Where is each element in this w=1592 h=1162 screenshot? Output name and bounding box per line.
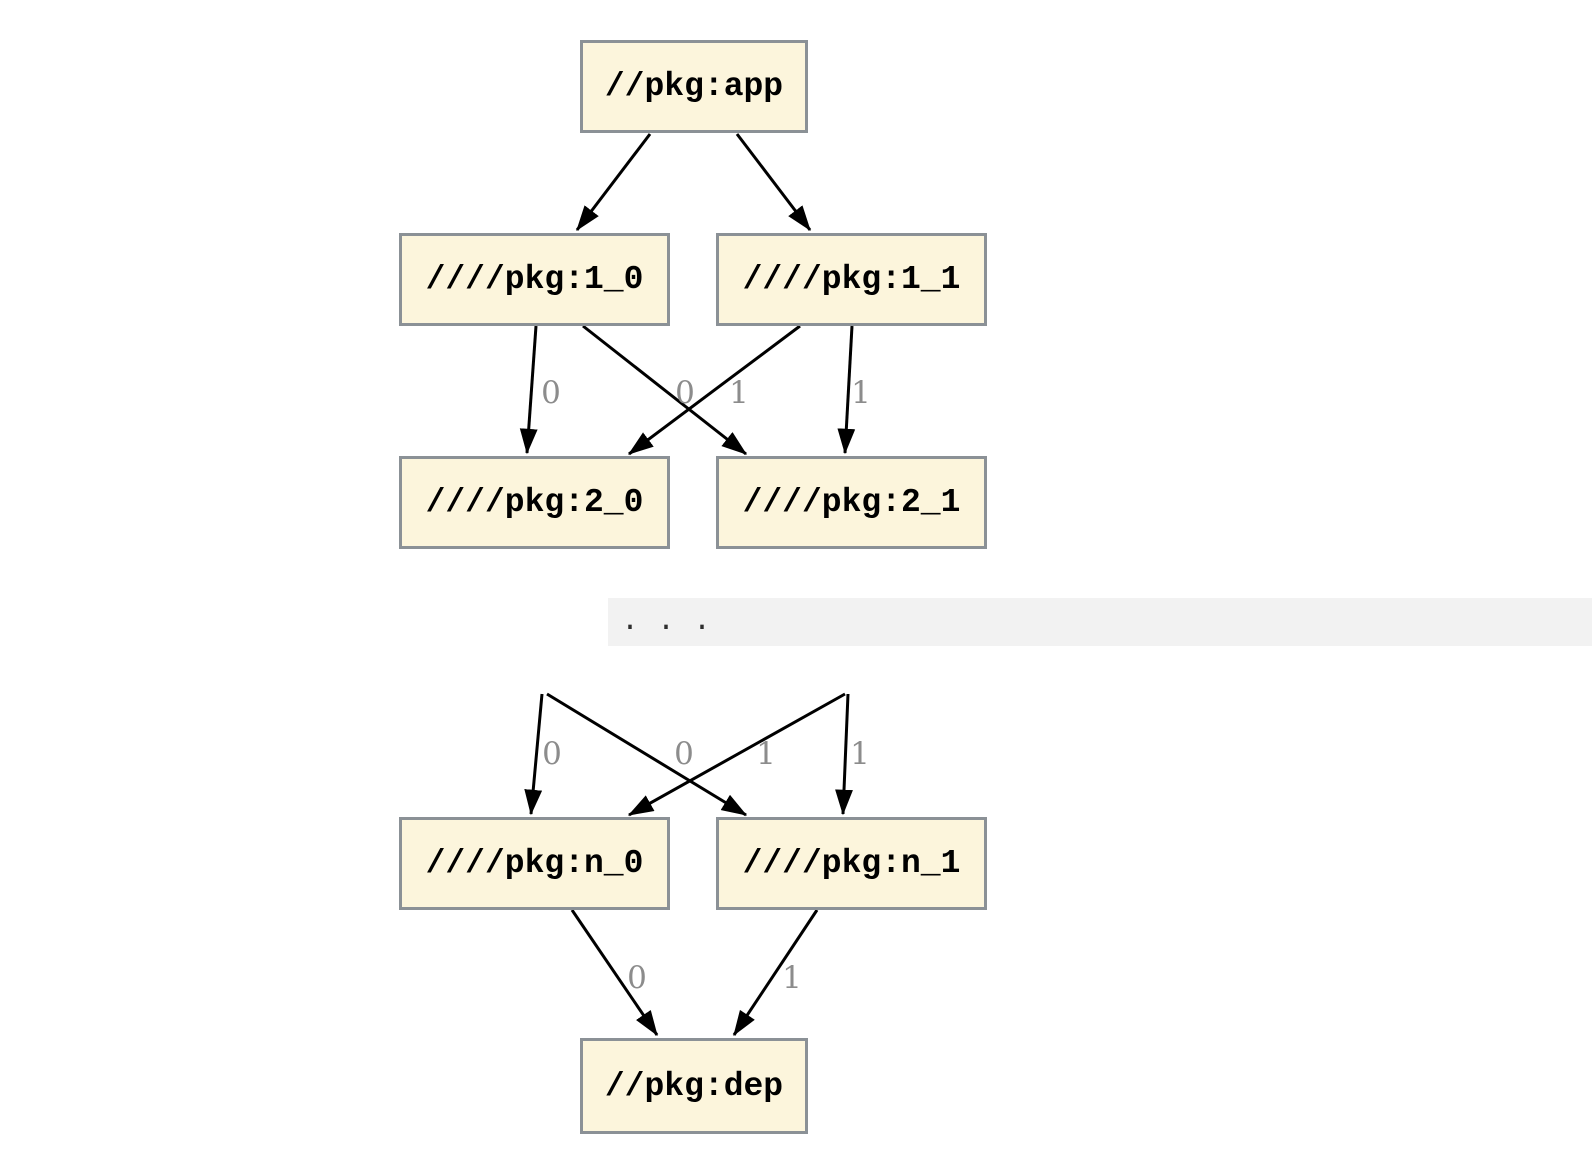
edge-1-1-to-2-0 [627, 324, 801, 456]
node-pkg-1-1: ////pkg:1_1 [716, 233, 987, 326]
node-pkg-n-1-label: ////pkg:n_1 [742, 845, 961, 882]
edge-label-1-0-to-2-1: 1 [729, 375, 749, 411]
node-pkg-n-1: ////pkg:n_1 [716, 817, 987, 910]
node-pkg-1-1-label: ////pkg:1_1 [742, 261, 961, 298]
node-pkg-n-0-label: ////pkg:n_0 [425, 845, 644, 882]
edge-app-to-1-0 [575, 133, 652, 232]
edge-label-n-1-to-dep: 1 [782, 960, 802, 996]
edge-label-n-0-to-dep: 0 [627, 960, 647, 996]
edge-elided-left-to-n-1 [546, 692, 748, 817]
edge-1-1-to-2-1 [837, 325, 856, 455]
node-pkg-app: //pkg:app [580, 40, 808, 133]
node-pkg-2-0: ////pkg:2_0 [399, 456, 670, 549]
edge-1-0-to-2-1 [582, 324, 748, 456]
node-pkg-n-0: ////pkg:n_0 [399, 817, 670, 910]
edge-label-elided-to-n-1-right: 1 [850, 736, 870, 772]
node-pkg-dep: //pkg:dep [580, 1038, 808, 1134]
edge-1-0-to-2-0 [519, 325, 538, 455]
edge-app-to-1-1 [735, 133, 812, 232]
edge-elided-left-to-n-0 [524, 693, 544, 816]
edge-n-1-to-dep [732, 909, 819, 1037]
ellipsis-band: . . . [608, 598, 1592, 646]
node-pkg-2-1: ////pkg:2_1 [716, 456, 987, 549]
edge-label-1-1-to-2-0: 0 [675, 375, 695, 411]
edge-label-elided-to-n-0-left: 0 [542, 736, 562, 772]
node-pkg-2-1-label: ////pkg:2_1 [742, 484, 961, 521]
edge-label-elided-to-n-0-mid: 0 [674, 736, 694, 772]
edge-n-0-to-dep [570, 909, 659, 1037]
node-pkg-app-label: //pkg:app [604, 68, 784, 105]
edge-elided-right-to-n-0 [627, 692, 846, 817]
edge-label-elided-to-n-1-mid: 1 [756, 736, 776, 772]
node-pkg-1-0-label: ////pkg:1_0 [425, 261, 644, 298]
edge-label-1-1-to-2-1: 1 [851, 375, 871, 411]
edge-label-1-0-to-2-0: 0 [541, 375, 561, 411]
ellipsis-text: . . . [621, 605, 712, 639]
edge-elided-right-to-n-1 [835, 693, 853, 816]
node-pkg-2-0-label: ////pkg:2_0 [425, 484, 644, 521]
node-pkg-1-0: ////pkg:1_0 [399, 233, 670, 326]
node-pkg-dep-label: //pkg:dep [604, 1067, 784, 1105]
